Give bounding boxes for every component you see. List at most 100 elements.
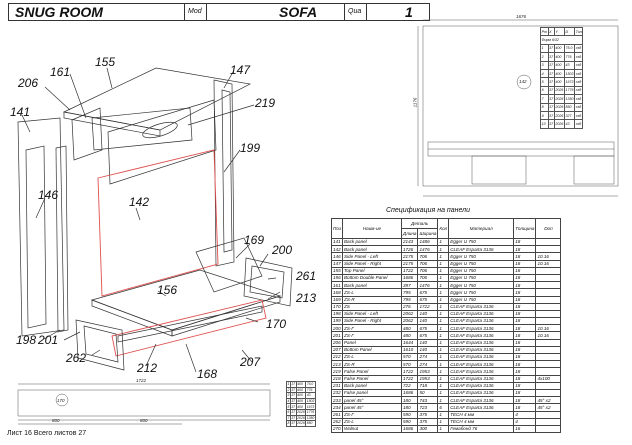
spec-cell: 180	[400, 396, 419, 405]
spec-cell: 1	[437, 237, 450, 247]
spec-cell: 4x100	[535, 374, 562, 383]
spec-cell: TECH 4 мм	[448, 417, 515, 426]
spec-cell: 1	[437, 266, 450, 275]
spec-cell	[535, 417, 562, 426]
callout-213: 213	[296, 291, 317, 305]
spec-cell: 4	[513, 410, 537, 419]
spec-cell: 1	[437, 388, 450, 398]
spec-cell: 1686	[400, 424, 419, 434]
spec-cell	[535, 273, 562, 283]
spec-cell: 276	[400, 302, 419, 311]
spec-cell	[535, 295, 562, 304]
spec-cell: 675	[417, 295, 439, 304]
spec-cell: CLEAF Esparta 3136	[448, 324, 515, 333]
dim-right-height: 1176	[412, 97, 418, 108]
quantity-value: 1	[405, 4, 413, 20]
spec-cell: 2062	[400, 309, 419, 319]
spec-cell: 1	[437, 396, 450, 405]
spec-cell: TECH 4 мм	[448, 410, 515, 419]
spec-cell: 10.16	[535, 331, 562, 340]
spec-cell: 274	[417, 352, 439, 362]
hole-cell: 3	[540, 60, 549, 70]
hole-cell: 2026	[295, 414, 307, 422]
spec-cell: 233	[331, 396, 343, 405]
spec-cell: Egger U 750	[448, 295, 515, 304]
spec-cell: 397	[400, 281, 419, 290]
spec-cell: 156	[331, 273, 343, 283]
spec-cell: 2175	[400, 252, 419, 261]
spec-cell: panel 45°	[341, 396, 402, 405]
spec-cell: ZS-L	[341, 417, 402, 426]
spec-cell: 18	[513, 324, 537, 333]
hole-cell: 6	[286, 409, 291, 416]
spec-cell	[535, 410, 562, 419]
hole-cell: 43	[563, 60, 576, 70]
spec-cell: False panel	[341, 388, 402, 398]
spec-cell: Back panel	[341, 237, 402, 247]
hole-cell: 37	[289, 420, 297, 427]
spec-cell: 1	[437, 374, 450, 383]
spec-cell: 795	[400, 295, 419, 304]
spec-cell: 147	[331, 259, 343, 268]
spec-cell: False Panel	[341, 367, 402, 376]
spec-cell: 18	[513, 252, 537, 261]
detail-mark-142: 142	[519, 79, 527, 84]
spec-cell: ZS-R	[341, 295, 402, 304]
spec-cell: 1	[437, 309, 450, 319]
spec-cell	[535, 381, 562, 390]
spec-cell: CLEAF Esparta 3136	[448, 317, 515, 326]
hole-cell: 400	[553, 60, 565, 70]
spec-cell: panel 45°	[341, 403, 402, 412]
spec-cell	[535, 352, 562, 362]
spec-cell: 206	[331, 338, 343, 347]
spec-cell: 18	[513, 302, 537, 311]
hole-cell: 400	[553, 52, 565, 62]
hole-cell: сх8	[574, 52, 584, 62]
hole-cell: 1350	[563, 94, 576, 104]
spec-cell: Egger U 750	[448, 237, 515, 247]
spec-cell: 16	[513, 424, 537, 434]
hole-cell: 43	[563, 119, 576, 129]
spec-cell	[535, 288, 562, 297]
spec-cell: 18	[513, 374, 537, 383]
spec-cell: 10.16	[535, 252, 562, 261]
hole-cell: 1	[540, 43, 549, 54]
callout-212: 212	[137, 361, 158, 375]
spec-cell: Walnut	[341, 424, 402, 434]
spec-cell: 706	[417, 252, 439, 261]
spec-cell: CLEAF Esparta 3136	[448, 381, 515, 390]
spec-cell: 140	[417, 345, 439, 355]
hole-cell: сх8	[574, 77, 584, 87]
spec-cell: 1953	[417, 367, 439, 376]
spec-cell: 169	[331, 295, 343, 304]
spec-cell	[535, 367, 562, 376]
spec-cell: 18	[513, 331, 537, 340]
callout-219: 219	[255, 96, 276, 110]
hole-cell: 4	[540, 68, 549, 79]
inner-panel-142	[97, 149, 219, 297]
hole-cell: 1776	[305, 409, 316, 416]
spec-cell: 218	[331, 374, 343, 383]
hole-cell: сх8	[574, 43, 584, 54]
hole-cell: 37	[289, 414, 297, 422]
